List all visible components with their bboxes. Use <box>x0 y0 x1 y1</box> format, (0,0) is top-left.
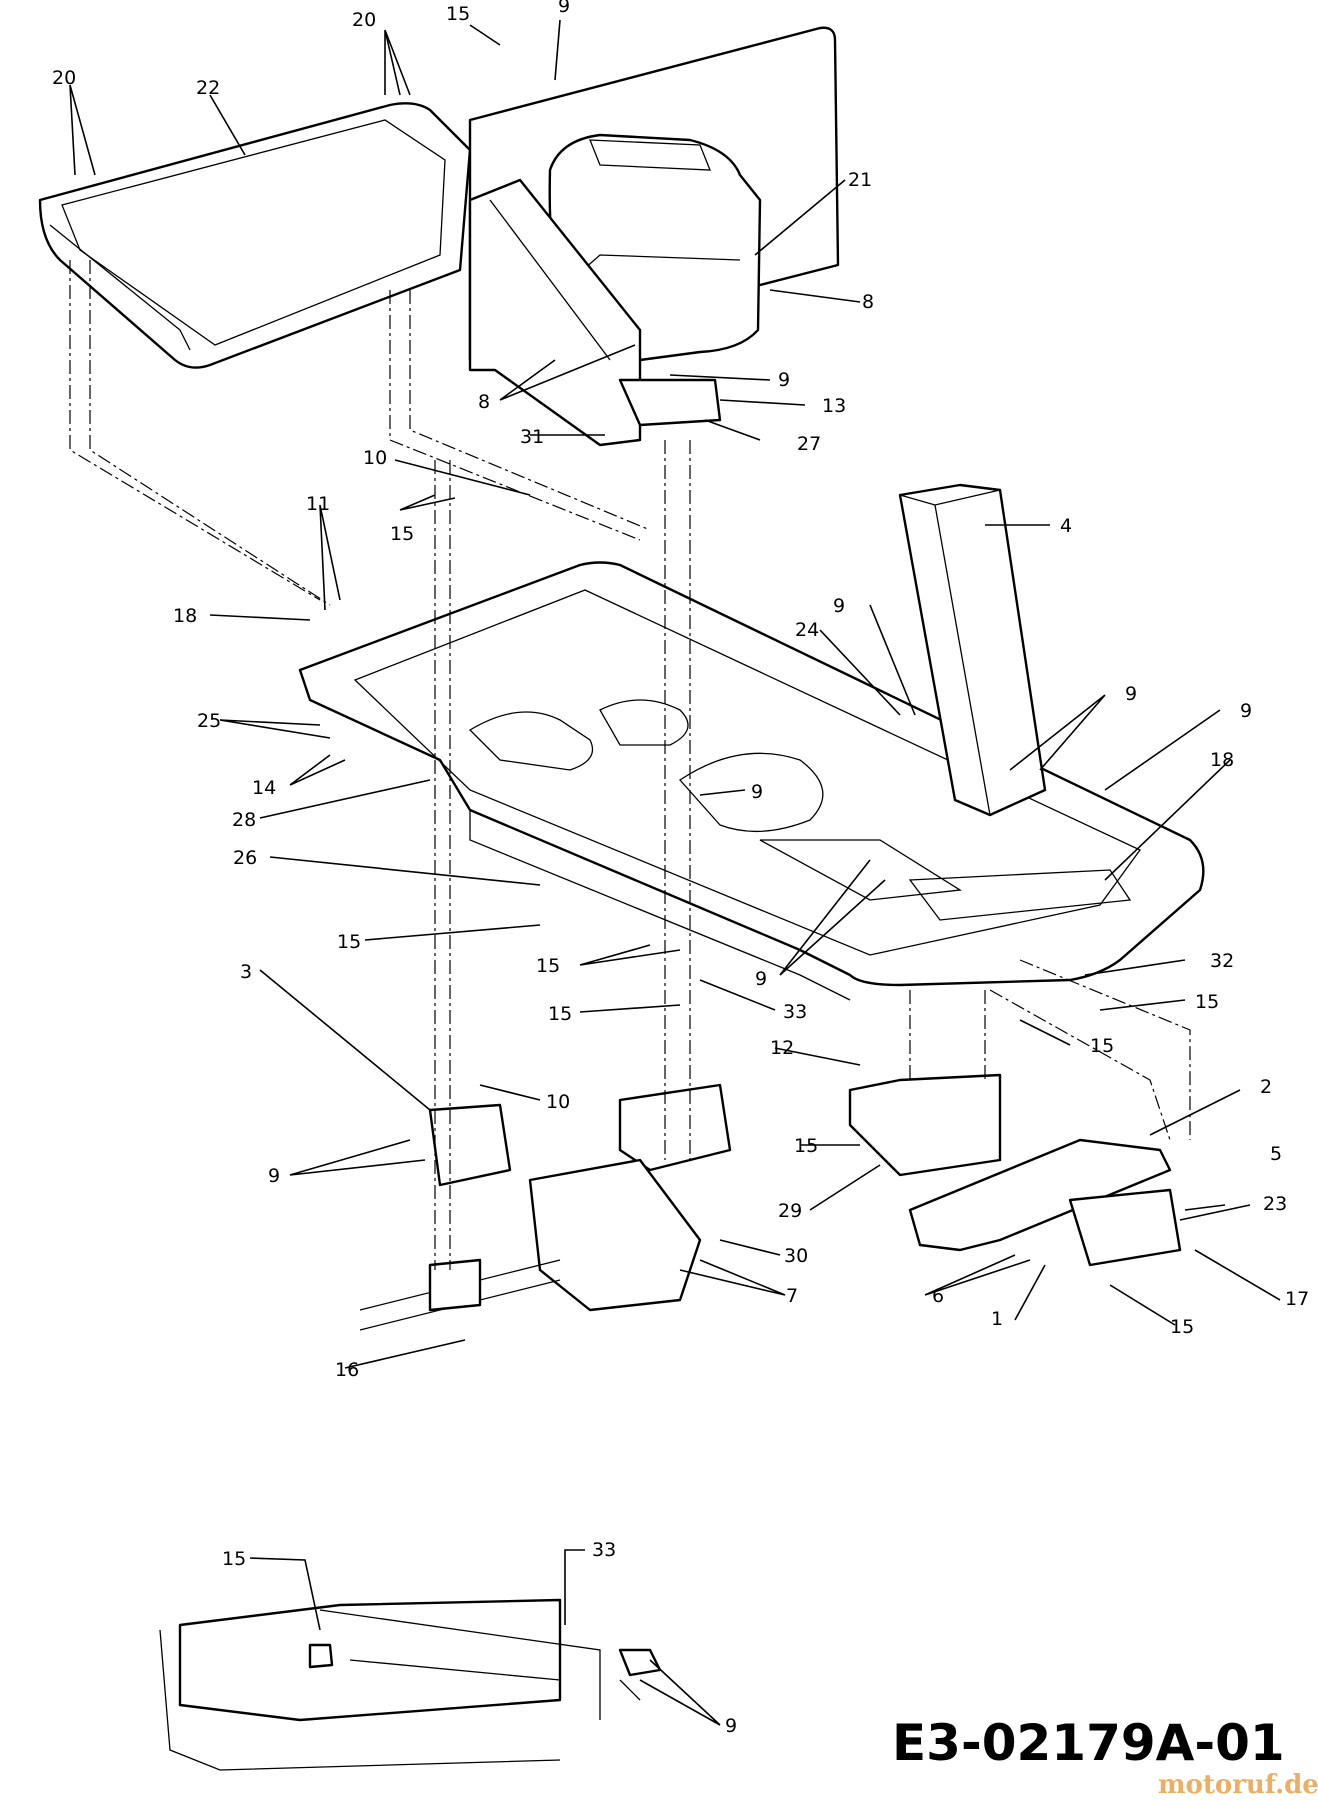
callout-8: 8 <box>862 291 874 313</box>
watermark: motoruf.de <box>1158 1770 1318 1800</box>
callout-17: 17 <box>1285 1288 1309 1310</box>
callout-5: 5 <box>1270 1143 1282 1165</box>
detail-view <box>159 1598 662 1771</box>
callout-33: 33 <box>783 1001 807 1023</box>
callout-10: 10 <box>546 1091 570 1113</box>
shift-mechanism <box>359 1158 702 1331</box>
callout-15: 15 <box>390 523 414 545</box>
callout-28: 28 <box>232 809 256 831</box>
callout-9: 9 <box>833 595 845 617</box>
leader-lines <box>69 19 1281 1726</box>
callout-15: 15 <box>536 955 560 977</box>
callout-15: 15 <box>222 1548 246 1570</box>
fender-deck <box>298 561 1205 1001</box>
callout-33: 33 <box>592 1539 616 1561</box>
callout-10: 10 <box>363 447 387 469</box>
callout-25: 25 <box>197 710 221 732</box>
callout-9: 9 <box>558 0 570 17</box>
callout-15: 15 <box>1090 1035 1114 1057</box>
callout-26: 26 <box>233 847 257 869</box>
callout-13: 13 <box>822 395 846 417</box>
callout-4: 4 <box>1060 515 1072 537</box>
callout-15: 15 <box>794 1135 818 1157</box>
storage-tray <box>38 102 472 369</box>
callout-9: 9 <box>751 781 763 803</box>
callout-9: 9 <box>755 968 767 990</box>
callout-9: 9 <box>268 1165 280 1187</box>
callout-20: 20 <box>52 67 76 89</box>
callout-9: 9 <box>1240 700 1252 722</box>
callout-15: 15 <box>446 3 470 25</box>
callout-9: 9 <box>1125 683 1137 705</box>
seat-support-bracket <box>468 178 722 447</box>
callout-2: 2 <box>1260 1076 1272 1098</box>
callout-3: 3 <box>240 961 252 983</box>
callout-7: 7 <box>786 1285 798 1307</box>
steering-support <box>898 483 1047 817</box>
callout-29: 29 <box>778 1200 802 1222</box>
callout-16: 16 <box>335 1359 359 1381</box>
callout-30: 30 <box>784 1245 808 1267</box>
callout-15: 15 <box>548 1003 572 1025</box>
callout-11: 11 <box>306 493 330 515</box>
callout-labels: 20 22 20 15 9 21 8 8 9 13 27 31 4 10 11 … <box>52 0 1309 1737</box>
callout-32: 32 <box>1210 950 1234 972</box>
drawing-code: E3-02179A-01 <box>892 1714 1285 1772</box>
callout-18: 18 <box>173 605 197 627</box>
callout-14: 14 <box>252 777 276 799</box>
assembly-lines <box>69 260 1191 1270</box>
callout-24: 24 <box>795 619 819 641</box>
callout-21: 21 <box>848 169 872 191</box>
callout-23: 23 <box>1263 1193 1287 1215</box>
callout-18: 18 <box>1210 749 1234 771</box>
callout-31: 31 <box>520 426 544 448</box>
callout-1: 1 <box>991 1308 1003 1330</box>
callout-8: 8 <box>478 391 490 413</box>
callout-15: 15 <box>337 931 361 953</box>
callout-12: 12 <box>770 1037 794 1059</box>
callout-9: 9 <box>725 1715 737 1737</box>
callout-15: 15 <box>1195 991 1219 1013</box>
callout-27: 27 <box>797 433 821 455</box>
callout-9: 9 <box>778 369 790 391</box>
callout-22: 22 <box>196 77 220 99</box>
callout-6: 6 <box>932 1285 944 1307</box>
callout-20: 20 <box>352 9 376 31</box>
callout-15: 15 <box>1170 1316 1194 1338</box>
